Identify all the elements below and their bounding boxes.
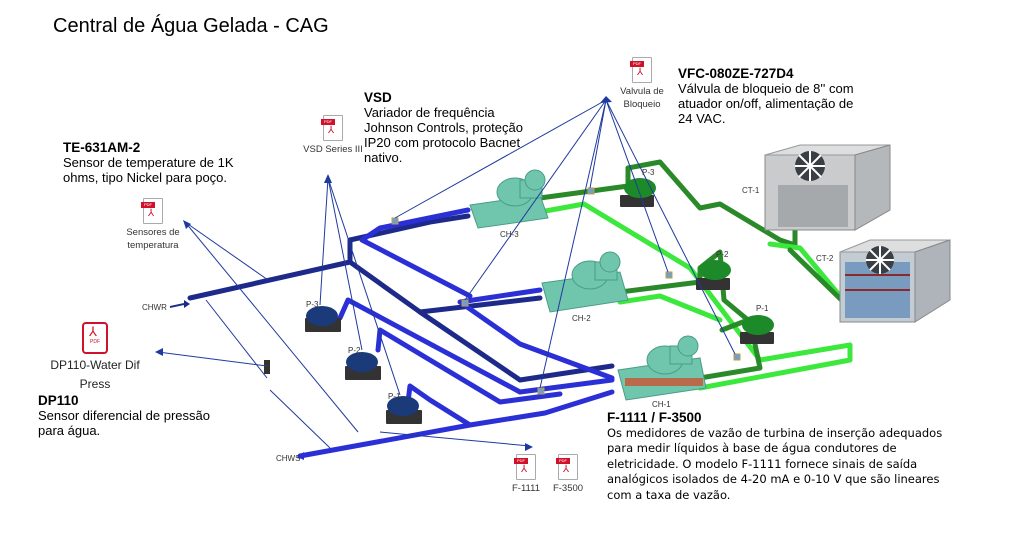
chw-pump-p1-line	[405, 383, 473, 428]
cw-ch3-return	[537, 165, 631, 201]
pdf-link-label: Bloqueio	[623, 99, 661, 110]
vfc-line: Válvula de bloqueio de 8'' com	[678, 81, 854, 96]
page-title: Central de Água Gelada - CAG	[53, 15, 329, 37]
vsd-line: IP20 com protocolo Bacnet	[364, 135, 521, 150]
pdf-link-vsd-series-iii[interactable]: PDF⅄ VSD Series III	[298, 115, 368, 156]
chwr-header-pipe	[187, 213, 471, 301]
leader-arrowheads	[155, 96, 612, 451]
pump-label: P-3	[642, 168, 655, 177]
vsd-line: Johnson Controls, proteção	[364, 120, 523, 135]
flow-line: para medir líquidos à base de água condu…	[607, 441, 897, 455]
flow-line: Os medidores de vazão de turbina de inse…	[607, 425, 943, 440]
chw-supply-ch3	[359, 207, 473, 299]
pdf-link-f1111[interactable]: PDF⅄ F-1111	[506, 454, 546, 495]
pdf-link-sensores-temperatura[interactable]: PDF⅄ Sensores de temperatura	[118, 198, 188, 252]
vfc-line: 24 VAC.	[678, 111, 726, 126]
pdf-file-icon: PDF⅄	[321, 115, 343, 141]
vsd-line: nativo.	[364, 150, 403, 165]
chiller-ch2	[541, 251, 629, 313]
vfc-line: atuador on/off, alimentação de	[678, 96, 854, 111]
dp-sensor-device	[264, 360, 270, 374]
dp-name: DP110	[38, 393, 79, 408]
valve-icon	[665, 271, 673, 279]
te-description: TE-631AM-2 Sensor de temperature de 1K o…	[63, 140, 234, 185]
tower-label: CT-1	[742, 186, 760, 195]
flow-line: eletricidade. O modelo F-1111 fornece si…	[607, 456, 918, 471]
te-name: TE-631AM-2	[63, 140, 141, 155]
flow-line: analógicos isolados de 4-20 mA e 0-10 V …	[607, 472, 940, 486]
flow-line: com a taxa de vazão.	[607, 487, 731, 502]
tower-label: CT-2	[816, 254, 834, 263]
pump-label: P-2	[716, 250, 729, 259]
chiller-label: CH-2	[572, 314, 591, 323]
pdf-file-icon: PDF⅄	[514, 454, 536, 480]
flow-name: F-1111 / F-3500	[607, 410, 702, 425]
valves	[391, 187, 741, 395]
pdf-file-icon: PDF⅄	[630, 57, 652, 83]
pdf-link-label: Valvula de	[620, 86, 664, 97]
valve-icon	[733, 353, 741, 361]
pdf-link-dp110[interactable]: ⅄PDF DP110-Water Dif Press	[36, 322, 154, 394]
cw-pump-p2	[696, 260, 731, 290]
vsd-line: Variador de frequência	[364, 105, 495, 120]
valve-icon	[537, 387, 545, 395]
chilled-water-piping	[187, 207, 615, 459]
te-line: ohms, tipo Nickel para poço.	[63, 170, 228, 185]
cw-ch3-supply	[537, 201, 853, 363]
pdf-file-icon: PDF⅄	[556, 454, 578, 480]
pdf-link-label: Sensores de	[126, 227, 180, 238]
dp-description: DP110 Sensor diferencial de pressão para…	[38, 393, 210, 438]
vsd-name: VSD	[364, 90, 392, 105]
cw-pump-p3	[620, 178, 656, 207]
pdf-link-valvula-bloqueio[interactable]: PDF⅄ Valvula de Bloqueio	[612, 57, 672, 111]
pump-label: P-1	[756, 304, 769, 313]
valve-icon	[391, 217, 399, 225]
pdf-file-icon: ⅄PDF	[82, 322, 108, 354]
chw-pump-p2-line	[375, 327, 563, 405]
chwr-branch-ch2	[347, 259, 543, 315]
pdf-link-f3500[interactable]: PDF⅄ F-3500	[548, 454, 588, 495]
chw-pump-p3	[305, 306, 341, 332]
chw-supply-ch2	[457, 287, 615, 381]
pump-label: P-1	[388, 392, 401, 401]
cw-ch1-supply	[697, 342, 853, 391]
pump-label: P-2	[348, 346, 361, 355]
chwr-arrow	[170, 300, 190, 308]
pdf-link-label: F-1111	[512, 483, 540, 494]
chw-pump-p1	[386, 396, 422, 424]
chws-label: CHWS	[276, 454, 301, 463]
cw-ch2-supply	[617, 293, 723, 323]
vfc-name: VFC-080ZE-727D4	[678, 66, 794, 81]
pdf-link-label: VSD Series III	[303, 144, 363, 155]
cooling-tower-ct1	[764, 144, 891, 231]
chiller-label: CH-1	[652, 400, 671, 409]
cooling-tower-ct2	[839, 239, 951, 323]
pdf-link-label: F-3500	[552, 483, 584, 494]
pump-label: P-3	[306, 300, 319, 309]
valve-icon	[461, 299, 469, 307]
pdf-link-label: Press	[79, 377, 111, 391]
dp-line: para água.	[38, 423, 101, 438]
chw-pump-p3-line	[337, 297, 615, 395]
te-line: Sensor de temperature de 1K	[63, 155, 234, 170]
flow-description: F-1111 / F-3500 Os medidores de vazão de…	[607, 410, 942, 503]
valve-icon	[587, 187, 595, 195]
chw-pump-p2	[345, 352, 381, 380]
chiller-label: CH-3	[500, 230, 519, 239]
leader-lines	[157, 99, 736, 449]
chiller-ch3	[469, 169, 549, 229]
chws-arrow	[297, 452, 316, 460]
dp-line: Sensor diferencial de pressão	[38, 408, 210, 423]
vfc-description: VFC-080ZE-727D4 Válvula de bloqueio de 8…	[678, 66, 854, 126]
chwr-branch-ch1	[417, 309, 615, 383]
pdf-link-label: temperatura	[127, 240, 179, 251]
pdf-file-icon: PDF⅄	[141, 198, 163, 224]
chwr-label: CHWR	[142, 303, 167, 312]
vsd-description: VSD Variador de frequência Johnson Contr…	[364, 90, 523, 165]
pdf-link-label: DP110-Water Dif	[50, 358, 140, 372]
chws-header-pipe	[297, 389, 615, 459]
cw-pump-p1	[740, 315, 774, 344]
chiller-ch1	[617, 335, 707, 401]
